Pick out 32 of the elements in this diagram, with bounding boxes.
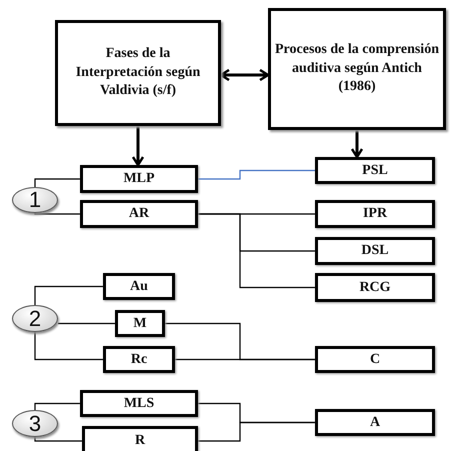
label-box: PSL	[315, 157, 435, 184]
connector-line	[34, 402, 80, 410]
label-box: RCG	[315, 273, 435, 302]
label-box: C	[315, 346, 435, 373]
number-circle: 3	[12, 410, 58, 437]
heading-box: Fases de la Interpretación según Valdivia (s/f)	[55, 20, 221, 126]
connector-line	[58, 322, 115, 324]
connector-line	[198, 422, 315, 442]
number-circle: 2	[12, 305, 58, 332]
connector-line	[34, 178, 80, 187]
arrow	[220, 68, 270, 82]
connector-line	[198, 213, 315, 288]
number-circle: 1	[12, 187, 58, 213]
arrow	[132, 126, 144, 166]
label-box: A	[315, 409, 435, 436]
label-box: IPR	[315, 200, 435, 228]
heading-box: Procesos de la comprensión auditiva según Antich (1986)	[268, 8, 446, 130]
label-box: R	[82, 426, 198, 451]
connector-line	[34, 437, 82, 442]
label-box: M	[115, 310, 165, 337]
label-box: AR	[80, 200, 198, 228]
label-box: Rc	[103, 346, 175, 373]
connector-line	[34, 332, 103, 360]
arrow	[350, 130, 364, 158]
label-box: Au	[103, 273, 175, 300]
connector-line	[34, 286, 103, 305]
label-box: MLP	[80, 165, 198, 193]
connector-line	[34, 212, 80, 215]
connector-line	[198, 170, 315, 180]
connector-line	[175, 358, 315, 360]
label-box: DSL	[315, 237, 435, 265]
label-box: MLS	[80, 390, 198, 417]
